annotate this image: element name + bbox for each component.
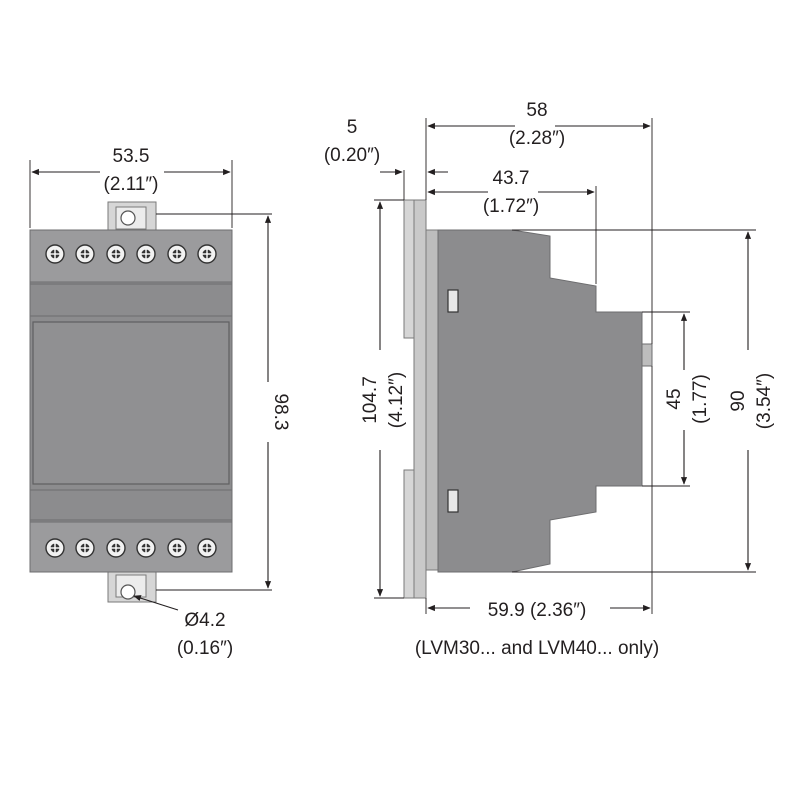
top-terminal-screws xyxy=(45,244,217,264)
hole-diameter-mm: Ø4.2 xyxy=(184,610,225,631)
screw-icon xyxy=(106,538,126,558)
side-step-in: (1.72″) xyxy=(483,196,539,217)
front-width-dimension: 53.5 (2.11″) xyxy=(29,146,233,228)
screw-icon xyxy=(167,244,187,264)
bottom-mounting-clip xyxy=(107,569,157,603)
bottom-terminal-screws xyxy=(45,538,217,558)
side-bottom-note: (LVM30... and LVM40... only) xyxy=(415,638,659,659)
side-body-height-dimension: 90 (3.54″) xyxy=(512,229,775,573)
screw-icon xyxy=(45,244,65,264)
side-offset-dimension: 5 (0.20″) xyxy=(324,117,448,200)
screw-icon xyxy=(136,244,156,264)
screw-icon xyxy=(75,538,95,558)
din-clip xyxy=(403,199,439,599)
side-body xyxy=(437,229,643,573)
front-height-mm: 98.3 xyxy=(270,394,291,431)
screw-icon xyxy=(197,244,217,264)
front-width-mm: 53.5 xyxy=(113,146,150,167)
screw-icon xyxy=(75,244,95,264)
side-window-height-mm: 45 xyxy=(664,388,685,409)
side-depth-dimension: 58 (2.28″) xyxy=(425,100,653,344)
side-total-height-mm: 104.7 xyxy=(360,376,381,424)
side-bottom-depth: 59.9 (2.36″) xyxy=(488,600,587,621)
side-view: 58 (2.28″) 5 (0.20″) 43.7 (1.72″) 104.7 xyxy=(324,100,775,659)
side-total-height-in: (4.12″) xyxy=(386,372,407,428)
side-step-mm: 43.7 xyxy=(493,168,530,189)
screw-icon xyxy=(136,538,156,558)
side-total-height-dimension: 104.7 (4.12″) xyxy=(360,199,407,599)
display-window xyxy=(32,321,230,485)
front-view: 53.5 (2.11″) 98.3 Ø4.2 (0.16″) xyxy=(29,146,291,659)
side-bottom-depth-dimension: 59.9 (2.36″) (LVM30... and LVM40... only… xyxy=(415,366,659,659)
side-offset-mm: 5 xyxy=(347,117,358,138)
slot-icon xyxy=(447,489,459,513)
hole-callout: Ø4.2 (0.16″) xyxy=(133,595,233,659)
side-body-height-in: (3.54″) xyxy=(754,373,775,429)
front-width-in: (2.11″) xyxy=(104,174,159,195)
side-indicator xyxy=(641,343,653,367)
side-step-dimension: 43.7 (1.72″) xyxy=(427,168,597,284)
side-depth-mm: 58 xyxy=(526,100,547,121)
screw-icon xyxy=(45,538,65,558)
side-window-height-dimension: 45 (1.77) xyxy=(642,311,711,487)
side-offset-in: (0.20″) xyxy=(324,145,380,166)
side-body-height-mm: 90 xyxy=(728,390,749,411)
screw-icon xyxy=(106,244,126,264)
top-mounting-clip xyxy=(107,201,157,235)
side-window-height-in: (1.77) xyxy=(690,374,711,424)
front-height-dimension: 98.3 xyxy=(156,213,291,591)
screw-icon xyxy=(167,538,187,558)
slot-icon xyxy=(447,289,459,313)
screw-icon xyxy=(197,538,217,558)
hole-diameter-in: (0.16″) xyxy=(177,638,233,659)
side-depth-in: (2.28″) xyxy=(509,128,565,149)
